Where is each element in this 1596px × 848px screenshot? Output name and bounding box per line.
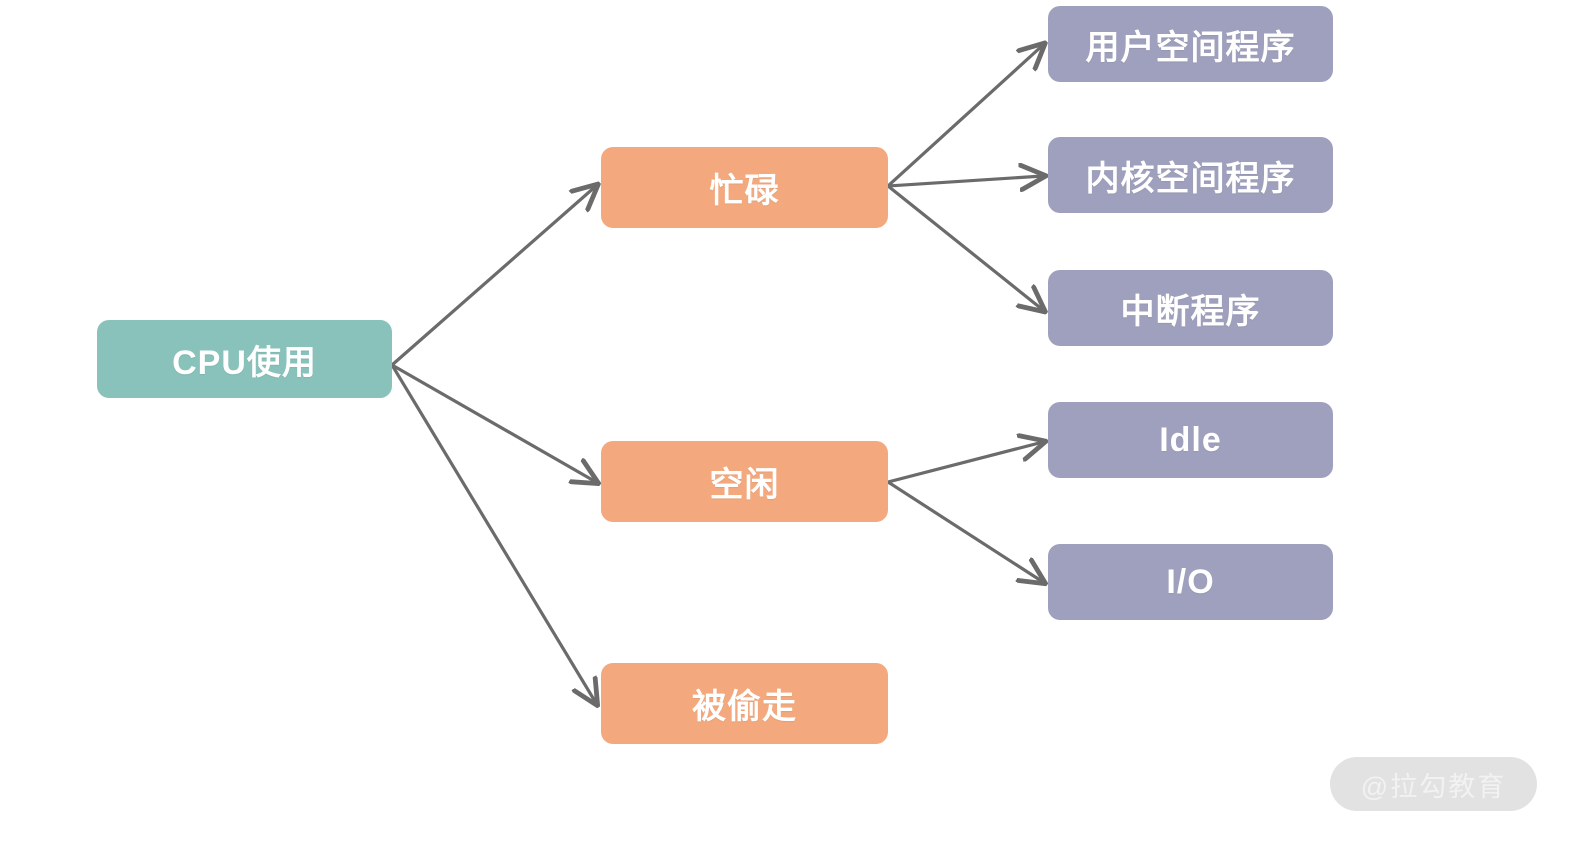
watermark: @拉勾教育 [1330, 757, 1537, 811]
node-stolen[interactable]: 被偷走 [601, 663, 888, 744]
node-label: 中断程序 [1120, 292, 1261, 331]
edge-idle-to-io-leaf [887, 480, 1043, 582]
edge-root-to-idle [391, 363, 596, 482]
node-label: 忙碌 [709, 172, 780, 210]
node-label: 被偷走 [692, 688, 797, 726]
edge-root-to-busy [390, 186, 596, 367]
edge-busy-to-userspace [886, 45, 1043, 188]
node-io-leaf[interactable]: I/O [1048, 544, 1333, 620]
node-label: 内核空间程序 [1085, 159, 1296, 198]
node-interrupt-program[interactable]: 中断程序 [1048, 270, 1333, 346]
node-label: Idle [1159, 420, 1222, 459]
node-label: CPU使用 [172, 343, 317, 382]
node-label: I/O [1166, 562, 1215, 601]
edge-busy-to-interrupt [887, 184, 1043, 310]
node-busy[interactable]: 忙碌 [601, 147, 888, 228]
edge-idle-to-idle-leaf [887, 442, 1043, 484]
watermark-label: @拉勾教育 [1360, 771, 1507, 802]
edge-root-to-stolen [390, 364, 596, 703]
node-label: 用户空间程序 [1085, 28, 1296, 67]
node-user-space-program[interactable]: 用户空间程序 [1048, 6, 1333, 82]
node-label: 空闲 [709, 466, 780, 504]
node-idle-leaf[interactable]: Idle [1048, 402, 1333, 478]
node-kernel-space-program[interactable]: 内核空间程序 [1048, 137, 1333, 213]
edge-busy-to-kernelspace [887, 176, 1043, 186]
node-cpu-usage[interactable]: CPU使用 [97, 320, 392, 398]
node-idle[interactable]: 空闲 [601, 441, 888, 522]
